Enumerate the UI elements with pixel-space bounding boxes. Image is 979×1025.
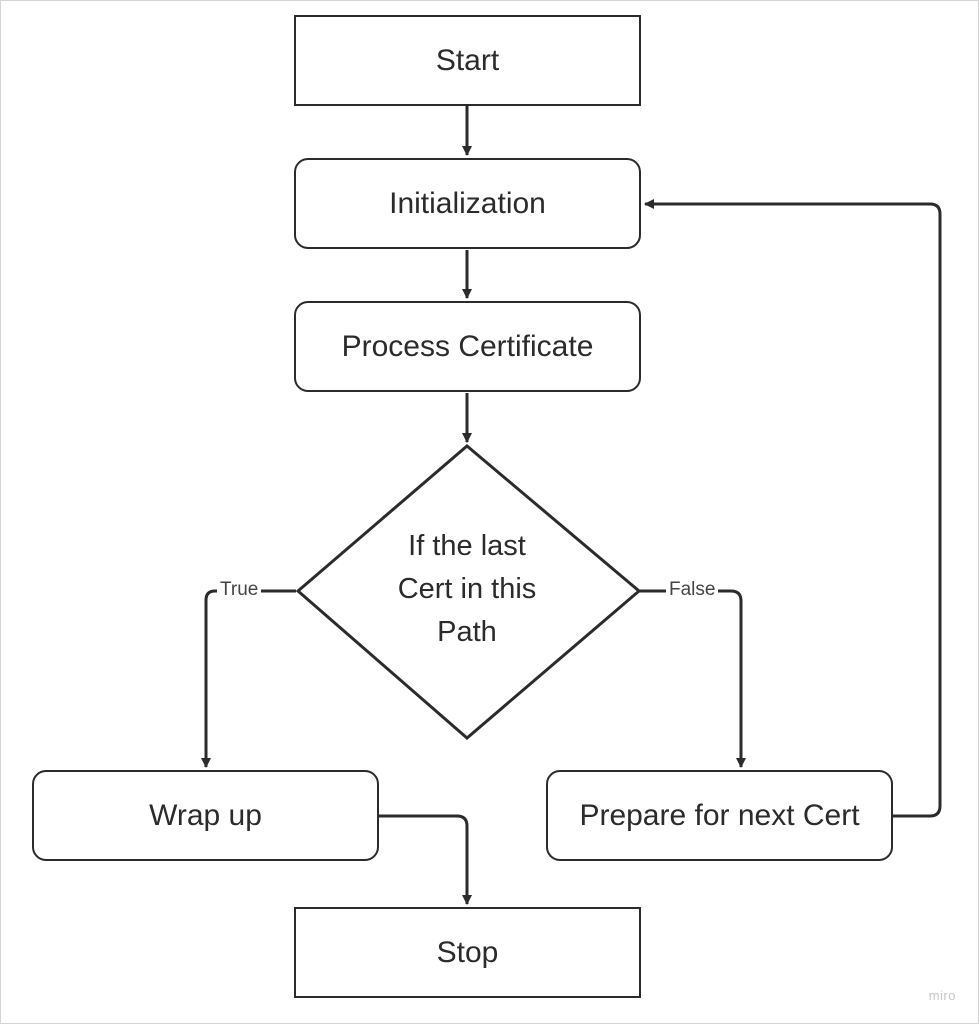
prepare-next-cert-label: Prepare for next Cert — [579, 798, 860, 832]
wrap-up-node: Wrap up — [32, 770, 379, 861]
arrow-prepare-to-init — [644, 199, 942, 818]
process-certificate-label: Process Certificate — [341, 329, 594, 363]
arrow-wrapup-to-stop — [379, 814, 472, 905]
arrow-decision-to-prepare — [639, 589, 746, 768]
initialization-node: Initialization — [294, 158, 641, 249]
false-edge-label: False — [666, 579, 719, 601]
arrow-decision-to-wrapup — [201, 589, 296, 768]
decision-label: If the last Cert in this Path — [347, 525, 587, 654]
wrap-up-label: Wrap up — [149, 798, 262, 832]
decision-label-line-1: If the last — [408, 530, 526, 562]
decision-diamond — [295, 444, 642, 740]
start-node: Start — [294, 15, 641, 106]
decision-label-line-2: Cert in this — [397, 573, 537, 605]
stop-label: Stop — [436, 935, 499, 969]
miro-watermark: miro — [928, 988, 956, 1003]
start-label: Start — [435, 43, 500, 77]
true-edge-label: True — [217, 579, 262, 601]
decision-label-line-3: Path — [437, 616, 497, 648]
process-certificate-node: Process Certificate — [294, 301, 641, 392]
stop-node: Stop — [294, 907, 641, 998]
initialization-label: Initialization — [389, 186, 546, 220]
prepare-next-cert-node: Prepare for next Cert — [546, 770, 893, 861]
